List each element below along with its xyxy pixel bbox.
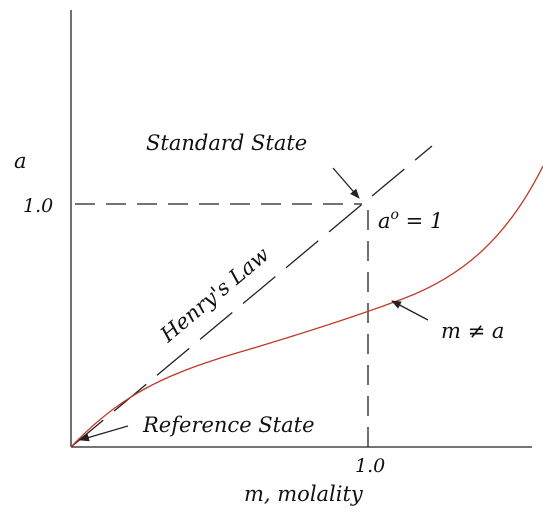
activity-unity-label: ao = 1: [378, 207, 443, 233]
henrys-law-line: [70, 145, 433, 448]
m-ne-a-arrow: [391, 300, 429, 321]
reference-state-label: Reference State: [142, 413, 315, 437]
reference-state-arrow: [79, 425, 129, 442]
standard-state-label: Standard State: [146, 131, 307, 155]
standard-state-arrow: [332, 167, 360, 199]
x-tick-label: 1.0: [355, 455, 385, 477]
m-ne-a-label: m ≠ a: [441, 319, 504, 343]
y-tick-label: 1.0: [23, 195, 53, 217]
activity-curve: [70, 165, 543, 448]
henrys-law-label: Henry's Law: [155, 242, 274, 347]
y-axis-label: a: [14, 149, 27, 173]
x-axis-label: m, molality: [244, 482, 364, 506]
